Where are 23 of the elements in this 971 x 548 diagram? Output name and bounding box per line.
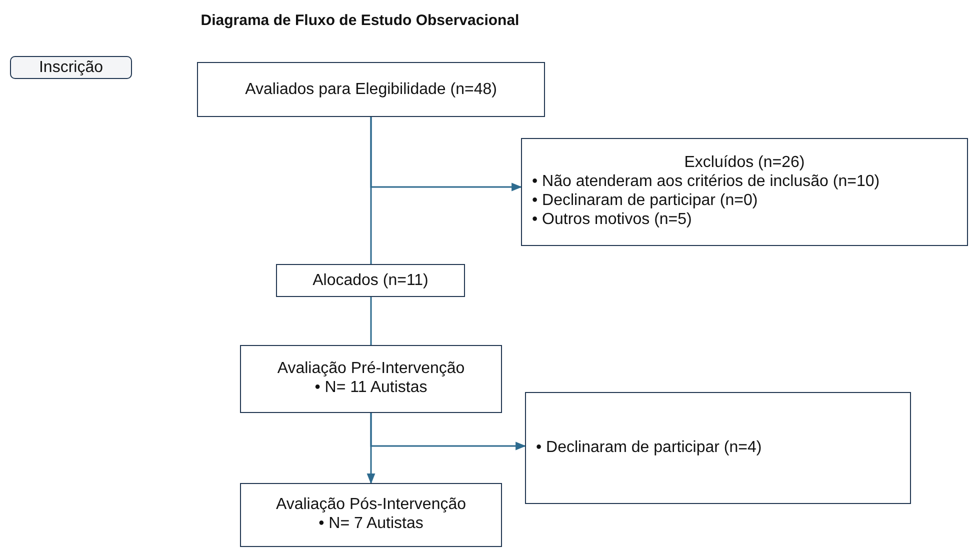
bullet-item: • Declinaram de participar (n=4): [536, 439, 763, 457]
bullet-item: • Outros motivos (n=5): [532, 211, 693, 229]
process-box: [240, 483, 502, 547]
box-text: Avaliados para Elegibilidade (n=48): [245, 80, 497, 98]
bullet-item: • Não atenderam aos critérios de inclusão (n=10): [532, 173, 881, 191]
process-box: [525, 392, 911, 504]
stage-label: [10, 56, 132, 79]
process-box: [521, 138, 968, 246]
process-box: [240, 345, 502, 413]
connector-line: [370, 297, 372, 345]
bullet-item: • N= 7 Autistas: [318, 515, 424, 533]
bullet-item: • N= 11 Autistas: [314, 379, 428, 397]
process-box: [276, 264, 465, 297]
connector-line: [370, 117, 372, 264]
diagram-title: Diagrama de Fluxo de Estudo Observacional: [200, 12, 520, 29]
box-text: Inscrição: [38, 58, 104, 76]
box-heading: Excluídos (n=26): [683, 154, 806, 172]
process-box: [197, 62, 545, 117]
bullet-item: • Declinaram de participar (n=0): [532, 192, 759, 210]
box-heading: Avaliação Pré-Intervenção: [276, 360, 466, 378]
arrow: [366, 413, 376, 484]
box-heading: Avaliação Pós-Intervenção: [274, 496, 468, 514]
box-text: Alocados (n=11): [312, 272, 428, 290]
